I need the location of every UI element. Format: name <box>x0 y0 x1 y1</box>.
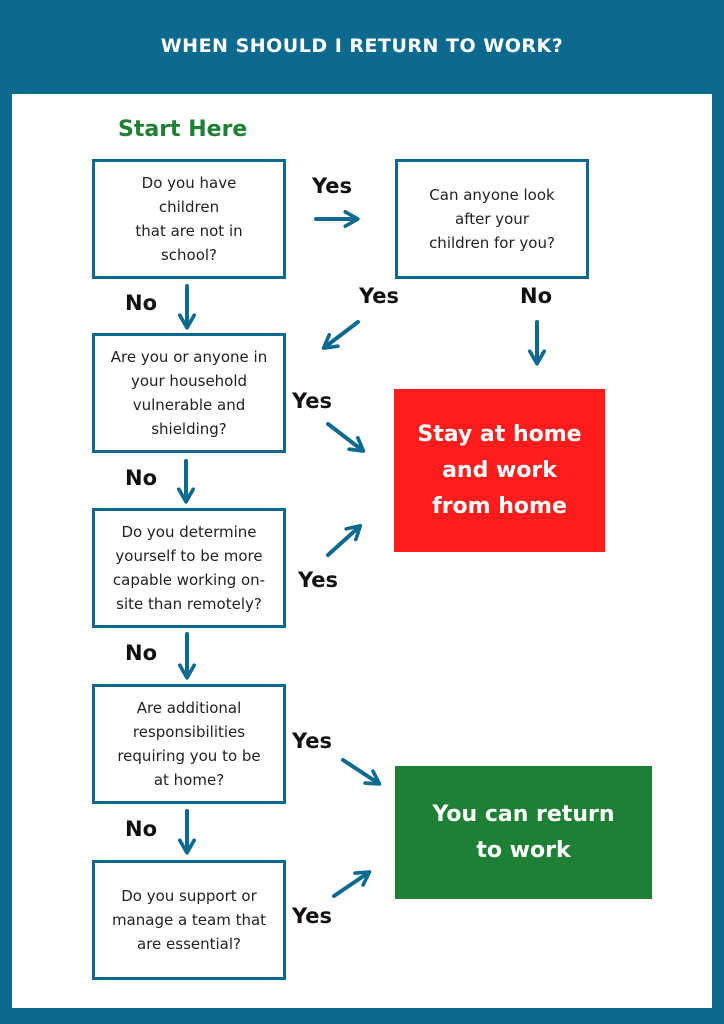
arrow-team-to-return <box>332 870 372 898</box>
outcome-stay-home: Stay at home and work from home <box>394 389 605 552</box>
label-no: No <box>125 641 158 665</box>
arrow-responsibilities-to-return <box>341 758 382 786</box>
arrow-childcare-to-vulnerable <box>321 320 360 350</box>
label-yes: Yes <box>359 284 400 308</box>
question-capable: Do you determine yourself to be more cap… <box>92 508 286 628</box>
label-no: No <box>125 291 158 315</box>
question-vulnerable: Are you or anyone in your household vuln… <box>92 333 286 453</box>
outcome-return-to-work: You can return to work <box>395 766 652 899</box>
question-children: Do you have children that are not in sch… <box>92 159 286 279</box>
question-team: Do you support or manage a team that are… <box>92 860 286 980</box>
arrow-vulnerable-to-stay-home <box>326 422 366 453</box>
label-no: No <box>125 817 158 841</box>
label-yes: Yes <box>292 904 333 928</box>
label-no: No <box>125 466 158 490</box>
question-childcare: Can anyone look after your children for … <box>395 159 589 279</box>
page-title: WHEN SHOULD I RETURN TO WORK? <box>160 35 564 57</box>
arrow-capable-to-stay-home <box>326 523 363 557</box>
start-label: Start Here <box>118 117 248 142</box>
label-yes: Yes <box>292 729 333 753</box>
label-no: No <box>520 284 553 308</box>
label-yes: Yes <box>298 568 339 592</box>
question-responsibilities: Are additional responsibilities requirin… <box>92 684 286 804</box>
label-yes: Yes <box>312 174 353 198</box>
label-yes: Yes <box>292 389 333 413</box>
